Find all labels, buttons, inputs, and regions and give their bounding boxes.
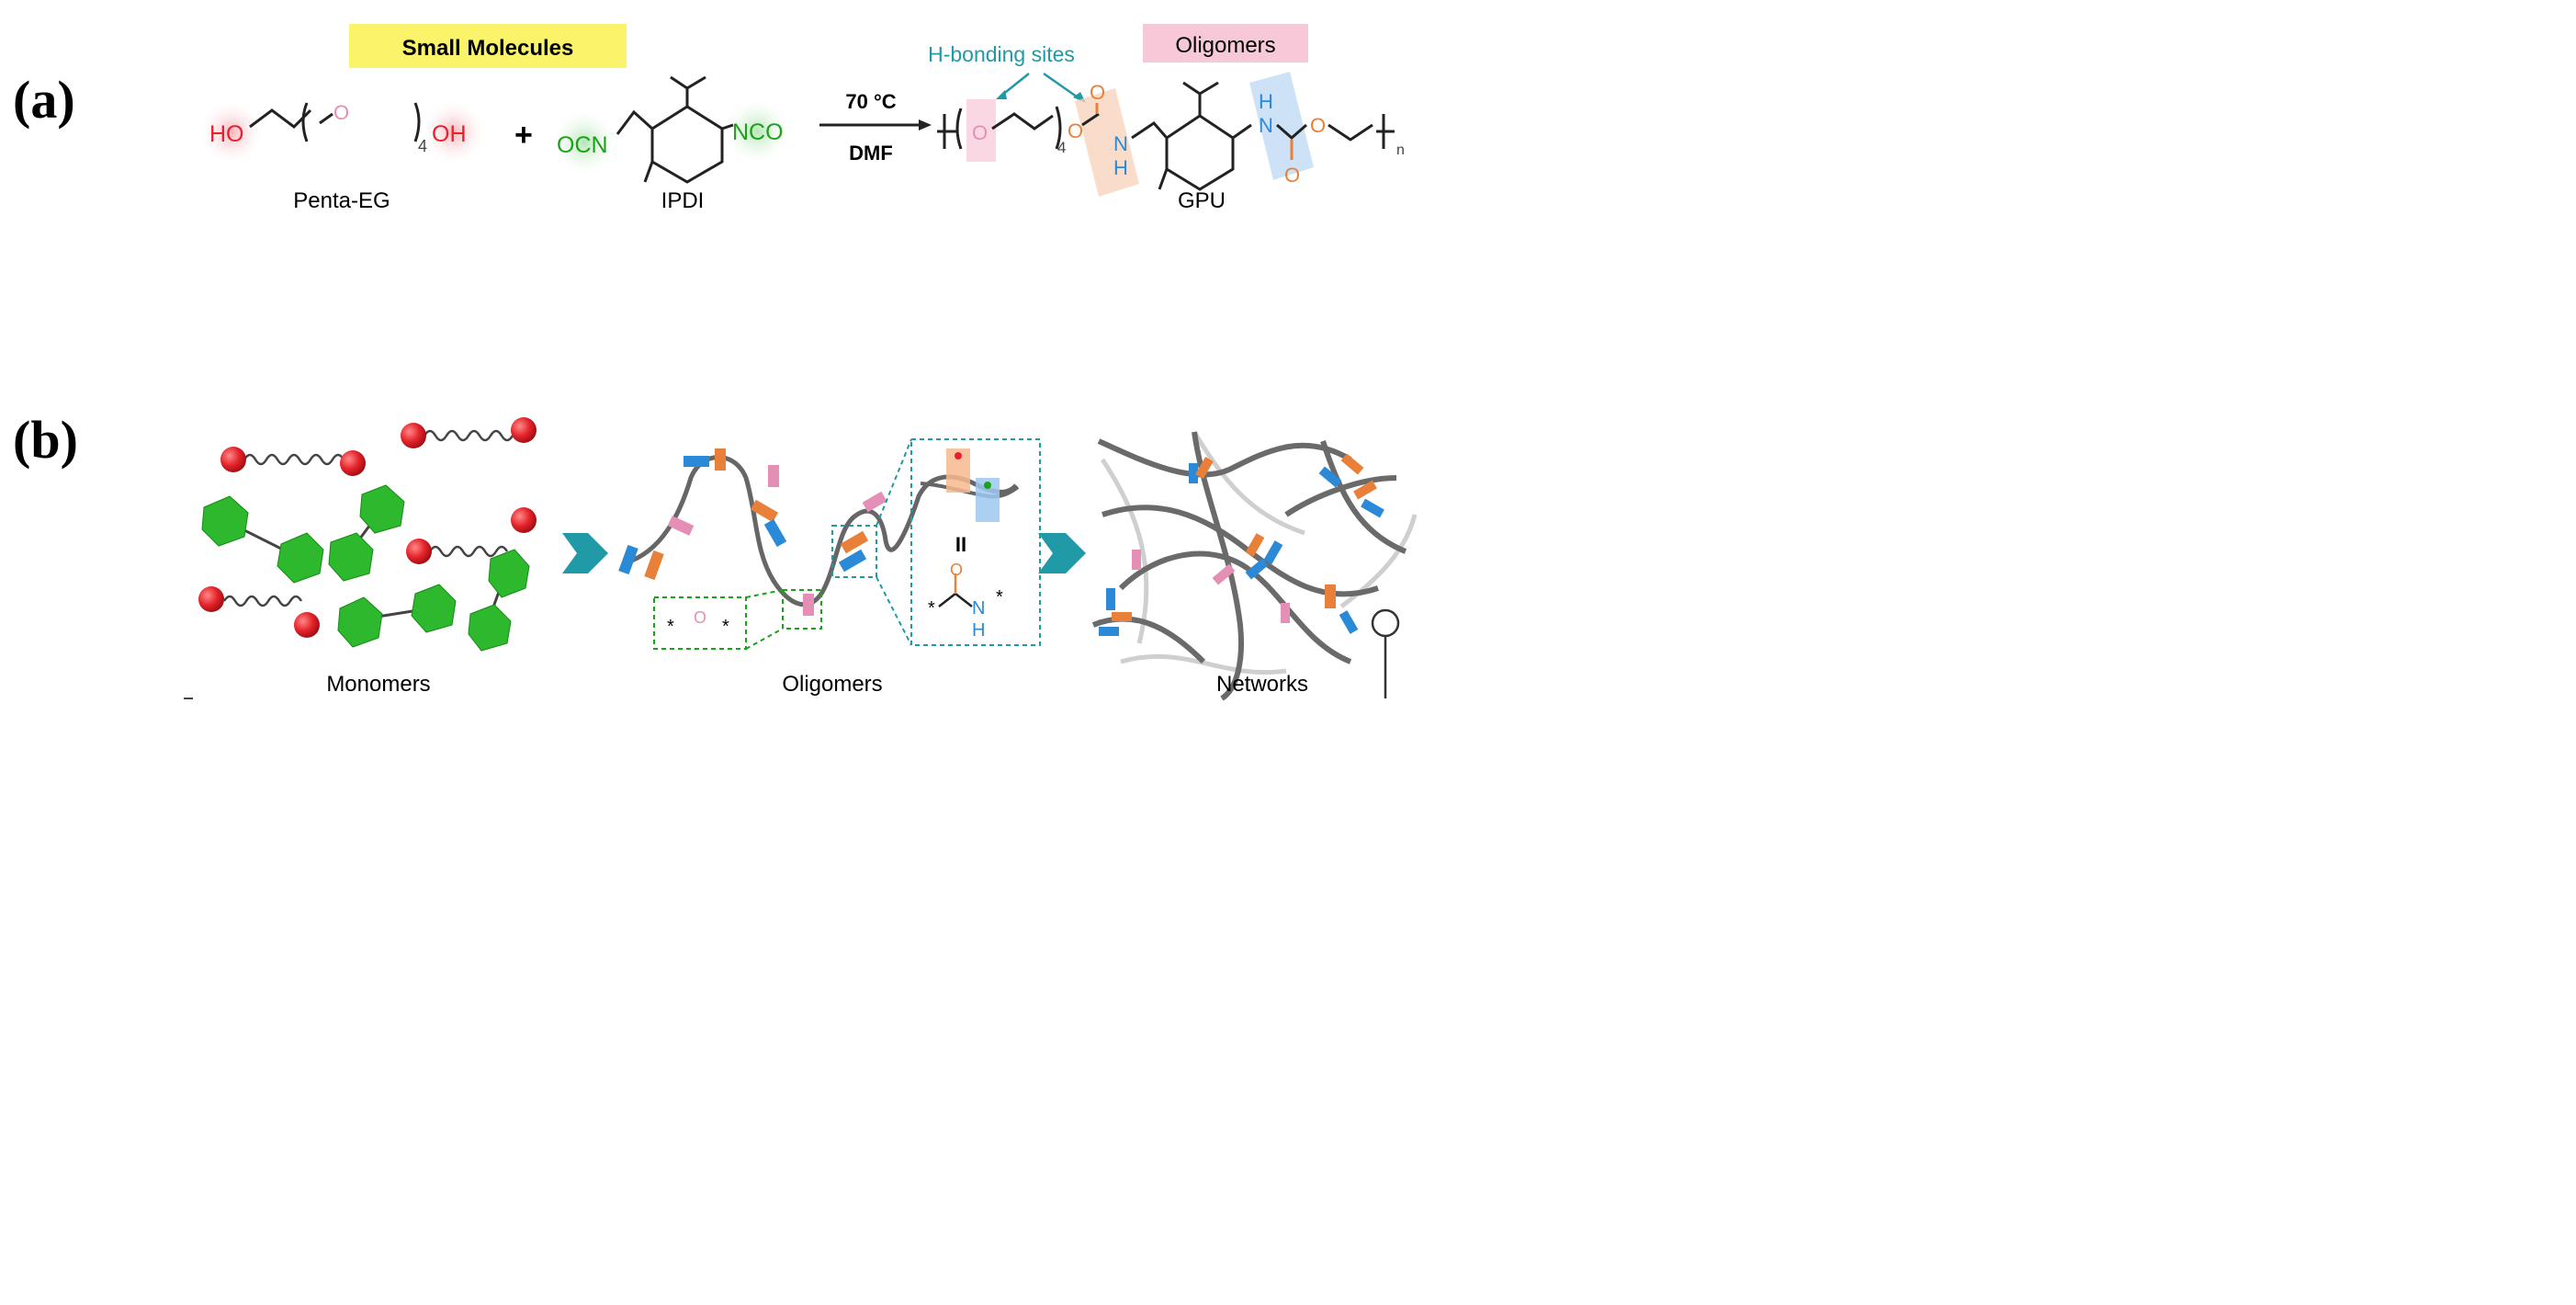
urethane-inset-star-right: * bbox=[996, 587, 1003, 607]
ipdi-ring bbox=[616, 75, 734, 184]
ether-inset-star-left: * bbox=[667, 617, 674, 637]
reaction-temperature: 70 °C bbox=[845, 90, 896, 113]
network-pendant-circle bbox=[1371, 608, 1400, 638]
urethane-inset-orange-dot bbox=[955, 452, 962, 460]
urethane-inset-separator: II bbox=[955, 533, 966, 556]
subscript-4: 4 bbox=[418, 137, 427, 155]
gpu-nh-n-2: N bbox=[1259, 114, 1273, 137]
urethane-zoom-line-1 bbox=[876, 438, 912, 527]
bracket-right bbox=[413, 102, 421, 142]
monomer-diol-4 bbox=[198, 586, 320, 638]
reaction-solvent: DMF bbox=[849, 142, 893, 165]
ether-zoom-box bbox=[782, 589, 822, 630]
nco-glow bbox=[722, 96, 792, 166]
networks-label: Networks bbox=[1216, 672, 1308, 697]
monomer-diisocyanate-3 bbox=[337, 584, 457, 648]
gpu-carbamate-bonds bbox=[1276, 123, 1307, 140]
monomer-diisocyanate-4 bbox=[468, 549, 530, 652]
plus-sign: + bbox=[514, 118, 533, 153]
oligomers-label: Oligomers bbox=[782, 672, 882, 697]
ho-glow bbox=[198, 99, 265, 165]
nco-group: NCO bbox=[732, 119, 784, 145]
network-ether-units bbox=[1132, 550, 1290, 623]
gpu-nh-h-2: H bbox=[1259, 90, 1273, 113]
ether-zoom-line-1 bbox=[745, 589, 784, 598]
small-molecules-tag: Small Molecules bbox=[402, 36, 574, 61]
network-urethane-units bbox=[1099, 453, 1384, 636]
ipdi-label: IPDI bbox=[661, 188, 705, 213]
urethane-inset-blue-dot bbox=[984, 482, 991, 489]
h-bond-arrowhead-1 bbox=[996, 90, 1007, 99]
small-molecules-tag-bg bbox=[349, 24, 627, 68]
ether-inset-o: O bbox=[694, 608, 706, 627]
bracket-left bbox=[301, 102, 309, 142]
network-background-chains bbox=[1100, 430, 1418, 675]
penta-chain-mid bbox=[319, 112, 333, 125]
urethane-inset-o: O bbox=[950, 561, 963, 579]
oligomers-tag-bg bbox=[1143, 24, 1308, 62]
monomers-label: Monomers bbox=[326, 672, 430, 697]
oh-right: OH bbox=[432, 121, 467, 147]
arrow-oligomers-to-networks bbox=[1038, 533, 1086, 573]
gpu-subscript-n: n bbox=[1396, 142, 1405, 158]
ocn-group: OCN bbox=[557, 132, 608, 158]
ether-o: O bbox=[333, 101, 349, 124]
h-bond-arrows bbox=[1000, 72, 1081, 101]
ether-zoom-line-2 bbox=[745, 628, 784, 650]
gpu-ester-o-2: O bbox=[1310, 114, 1326, 137]
monomer-diisocyanate-2 bbox=[328, 484, 405, 582]
urethane-zoom-line-2 bbox=[876, 576, 912, 646]
oh-glow bbox=[421, 99, 487, 165]
ether-inset-box bbox=[653, 596, 747, 650]
urethane-inset-h: H bbox=[972, 620, 985, 641]
urethane-zoom-box bbox=[831, 525, 877, 578]
monomer-diol-3 bbox=[406, 507, 537, 564]
urethane-inset-bonds bbox=[938, 592, 973, 607]
gpu-urethane-highlight-2 bbox=[1249, 72, 1314, 180]
ether-inset-star-right: * bbox=[722, 617, 729, 637]
gpu-urethane-highlight-1 bbox=[1075, 88, 1139, 197]
arrow-monomers-to-oligomers bbox=[562, 533, 608, 573]
ocn-glow bbox=[549, 108, 619, 177]
oligomers-tag: Oligomers bbox=[1175, 33, 1275, 58]
monomer-diisocyanate-1 bbox=[201, 495, 324, 584]
oligomer-ether-units bbox=[667, 465, 887, 616]
panel-a-label: (a) bbox=[13, 70, 75, 130]
urethane-inset-box bbox=[910, 438, 1041, 646]
gpu-label: GPU bbox=[1178, 188, 1226, 213]
urethane-inset-star-left: * bbox=[928, 598, 935, 618]
gpu-ether-highlight bbox=[966, 99, 996, 162]
oligomer-urethane-units bbox=[618, 448, 869, 581]
monomer-diol-2 bbox=[401, 417, 537, 448]
panel-b-label: (b) bbox=[13, 410, 78, 470]
penta-eg-label: Penta-EG bbox=[293, 188, 390, 213]
gpu-nh-n-1: N bbox=[1113, 132, 1128, 155]
urethane-inset-n: N bbox=[972, 598, 985, 618]
gpu-subscript-4: 4 bbox=[1057, 139, 1066, 156]
ho-left: HO bbox=[209, 121, 244, 147]
gpu-carbonyl-o-1: O bbox=[1090, 81, 1105, 104]
gpu-ester-o-1: O bbox=[1068, 119, 1083, 142]
monomer-diol-1 bbox=[220, 447, 366, 476]
gpu-backbone bbox=[937, 81, 1395, 191]
reaction-arrowhead bbox=[919, 119, 932, 130]
gpu-ether-o: O bbox=[972, 121, 988, 144]
gpu-carbonyl-o-2: O bbox=[1284, 164, 1300, 187]
gpu-nh-h-1: H bbox=[1113, 156, 1128, 179]
h-bonding-label: H-bonding sites bbox=[928, 42, 1075, 66]
figure-canvas: (a) Small Molecules HO O 4 OH Penta-EG +… bbox=[13, 24, 1418, 701]
